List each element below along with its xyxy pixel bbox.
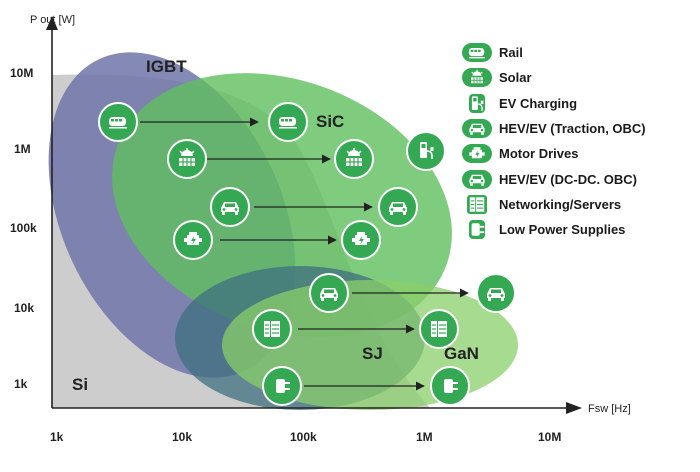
- sic-region: [112, 73, 452, 337]
- plug-icon: [430, 366, 470, 406]
- legend-item-motor-drives: Motor Drives: [462, 141, 694, 166]
- x-tick-1M: 1M: [416, 430, 433, 444]
- solar-icon: [167, 139, 207, 179]
- x-tick-10M: 10M: [538, 430, 561, 444]
- legend-label: HEV/EV (DC-DC. OBC): [499, 171, 637, 187]
- car-icon: [462, 169, 492, 189]
- solar-icon: [334, 139, 374, 179]
- x-axis-arrow: [566, 402, 582, 414]
- sic-label: SiC: [316, 112, 344, 131]
- car-icon: [309, 273, 349, 313]
- legend-label: HEV/EV (Traction, OBC): [499, 121, 646, 137]
- server-icon: [252, 309, 292, 349]
- server-icon: [419, 309, 459, 349]
- y-tick-1M: 1M: [14, 142, 31, 156]
- car-icon: [462, 119, 492, 139]
- legend-label: Low Power Supplies: [499, 222, 626, 238]
- y-tick-100k: 100k: [10, 221, 37, 235]
- solar-icon: [462, 68, 492, 88]
- legend: Rail Solar EV Charging HEV/EV (Traction,…: [462, 40, 694, 242]
- legend-label: Solar: [499, 70, 532, 86]
- train-icon: [268, 102, 308, 142]
- legend-item-ev-charging: EV Charging: [462, 91, 694, 116]
- plug-icon: [469, 220, 485, 240]
- legend-label: Motor Drives: [499, 146, 579, 162]
- legend-item-rail: Rail: [462, 40, 694, 65]
- igbt-label: IGBT: [146, 57, 187, 76]
- si-label: Si: [72, 375, 88, 394]
- server-icon: [467, 194, 487, 214]
- gan-label: GaN: [444, 344, 479, 363]
- motor-icon: [462, 144, 492, 164]
- sj-label: SJ: [362, 344, 383, 363]
- x-tick-100k: 100k: [290, 430, 317, 444]
- y-tick-10k: 10k: [14, 301, 34, 315]
- x-tick-10k: 10k: [172, 430, 192, 444]
- x-axis-title: Fsw [Hz]: [588, 403, 631, 415]
- y-tick-10M: 10M: [10, 66, 33, 80]
- legend-label: EV Charging: [499, 95, 578, 111]
- y-tick-1k: 1k: [14, 377, 28, 391]
- motor-icon: [173, 220, 213, 260]
- car-icon: [210, 187, 250, 227]
- ev-charger-icon: [469, 93, 485, 113]
- legend-item-solar: Solar: [462, 65, 694, 90]
- legend-item-networking: Networking/Servers: [462, 192, 694, 217]
- car-icon: [378, 187, 418, 227]
- legend-label: Networking/Servers: [499, 196, 622, 212]
- train-icon: [462, 43, 492, 63]
- car-icon: [476, 273, 516, 313]
- legend-item-low-power: Low Power Supplies: [462, 217, 694, 242]
- legend-item-hev-dcdc: HEV/EV (DC-DC. OBC): [462, 166, 694, 191]
- train-icon: [98, 102, 138, 142]
- x-tick-1k: 1k: [50, 430, 64, 444]
- motor-icon: [341, 220, 381, 260]
- y-axis-arrow: [46, 16, 58, 30]
- y-axis-title: P out [W]: [30, 14, 75, 26]
- plug-icon: [262, 366, 302, 406]
- legend-label: Rail: [499, 45, 523, 61]
- ev-charger-icon: [406, 131, 446, 171]
- legend-item-hev-traction: HEV/EV (Traction, OBC): [462, 116, 694, 141]
